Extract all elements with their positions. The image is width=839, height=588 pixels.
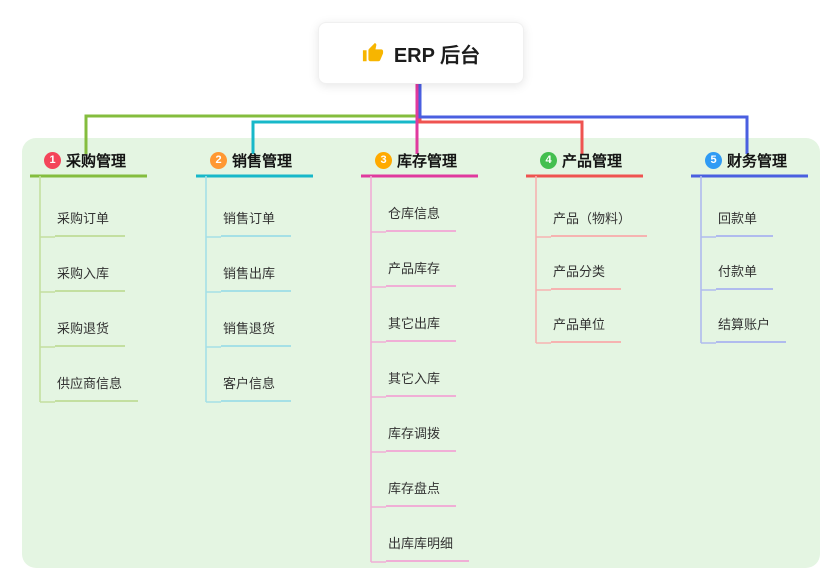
branch-5-label: 财务管理 [727, 152, 788, 170]
branch-2-badge: 2 [210, 151, 227, 169]
child-node[interactable]: 库存盘点 [386, 481, 457, 507]
branches-panel [22, 138, 820, 568]
branch-2-label: 销售管理 [232, 152, 293, 170]
branch-3-rail [370, 176, 386, 563]
branch-5-rail [700, 176, 716, 344]
child-node[interactable]: 产品单位 [551, 317, 622, 343]
child-node[interactable]: 出库库明细 [386, 536, 470, 562]
branch-1-label: 采购管理 [66, 152, 127, 170]
branch-1-rail [39, 176, 55, 403]
branch-5-title[interactable]: 5 财务管理 [705, 150, 787, 170]
branch-4-badge: 4 [540, 151, 557, 169]
child-node[interactable]: 采购退货 [55, 321, 126, 347]
child-node[interactable]: 采购订单 [55, 211, 126, 237]
child-node[interactable]: 产品库存 [386, 261, 457, 287]
branch-2-title[interactable]: 2 销售管理 [210, 150, 292, 170]
child-node[interactable]: 付款单 [716, 264, 774, 290]
branch-5-badge: 5 [705, 151, 722, 169]
child-node[interactable]: 其它入库 [386, 371, 457, 397]
branch-2-connector [251, 82, 422, 154]
child-node[interactable]: 销售订单 [221, 211, 292, 237]
branch-1-badge: 1 [44, 151, 61, 169]
child-node[interactable]: 供应商信息 [55, 376, 139, 402]
branch-3-title[interactable]: 3 库存管理 [375, 150, 457, 170]
branch-3-badge: 3 [375, 151, 392, 169]
child-node[interactable]: 销售出库 [221, 266, 292, 292]
child-node[interactable]: 仓库信息 [386, 206, 457, 232]
child-node[interactable]: 产品分类 [551, 264, 622, 290]
branch-5-connector [418, 82, 749, 154]
child-node[interactable]: 产品（物料） [551, 211, 648, 237]
child-node[interactable]: 库存调拨 [386, 426, 457, 452]
child-node[interactable]: 客户信息 [221, 376, 292, 402]
branch-2-rail [205, 176, 221, 403]
child-node[interactable]: 回款单 [716, 211, 774, 237]
branch-4-label: 产品管理 [562, 152, 623, 170]
child-node[interactable]: 销售退货 [221, 321, 292, 347]
child-node[interactable]: 结算账户 [716, 317, 787, 343]
branch-4-title[interactable]: 4 产品管理 [540, 150, 622, 170]
child-node[interactable]: 其它出库 [386, 316, 457, 342]
branch-1-title[interactable]: 1 采购管理 [44, 150, 126, 170]
thumbs-up-icon [362, 42, 383, 62]
root-title: ERP 后台 [393, 44, 481, 67]
branch-3-label: 库存管理 [397, 152, 458, 170]
child-node[interactable]: 采购入库 [55, 266, 126, 292]
root-node[interactable]: ERP 后台 [318, 22, 524, 84]
branch-4-rail [535, 176, 551, 344]
